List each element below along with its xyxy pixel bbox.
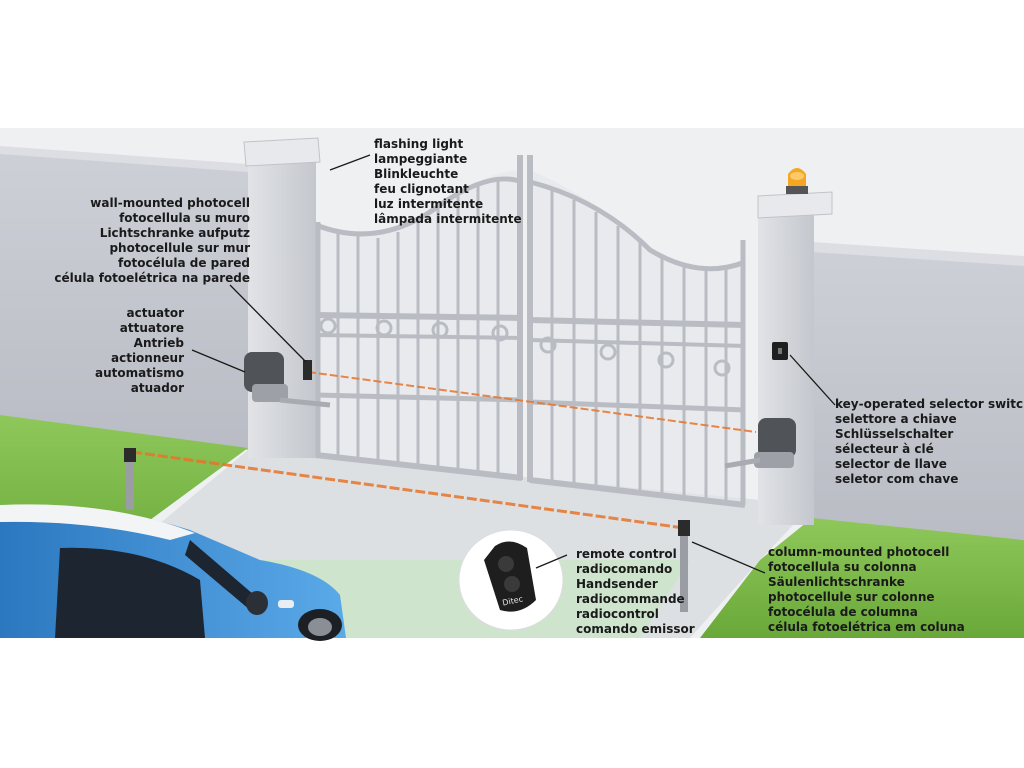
wall-photocell-label: wall-mounted photocell fotocellula su mu…: [54, 196, 250, 285]
right-actuator: [724, 418, 796, 469]
key-selector-label: key-operated selector switch selettore a…: [835, 397, 1024, 486]
grass-right: [700, 518, 1024, 638]
flashing-light-label: flashing light lampeggiante Blinkleuchte…: [374, 137, 522, 226]
column-photocell-left: [124, 448, 136, 510]
right-pillar: [758, 210, 814, 525]
leader-lines: [191, 154, 836, 574]
left-pillar-cap: [243, 137, 321, 167]
left-pillar: [248, 160, 316, 458]
left-wall-top: [0, 146, 248, 172]
column-photocell-right: [678, 520, 690, 612]
gate: [315, 155, 746, 508]
remote-control: Ditec: [458, 529, 564, 631]
right-pillar-cap: [757, 191, 833, 219]
car: [0, 504, 346, 641]
remote-control-label: remote control radiocomando Handsender r…: [576, 547, 695, 636]
key-selector-device: [772, 342, 788, 360]
right-wall-top: [812, 242, 1024, 266]
remote-brand-text: Ditec: [502, 594, 524, 607]
left-wall: [0, 150, 248, 450]
wall-photocell-beam: [307, 371, 757, 433]
right-wall: [812, 248, 1024, 540]
left-actuator: [244, 352, 331, 408]
column-photocell-beam: [131, 450, 685, 530]
actuator-label: actuator attuatore Antrieb actionneur au…: [95, 306, 184, 395]
wall-photocell-device: [303, 360, 312, 380]
flashing-light-lamp: [786, 168, 808, 194]
column-photocell-label: column-mounted photocell fotocellula su …: [768, 545, 965, 634]
